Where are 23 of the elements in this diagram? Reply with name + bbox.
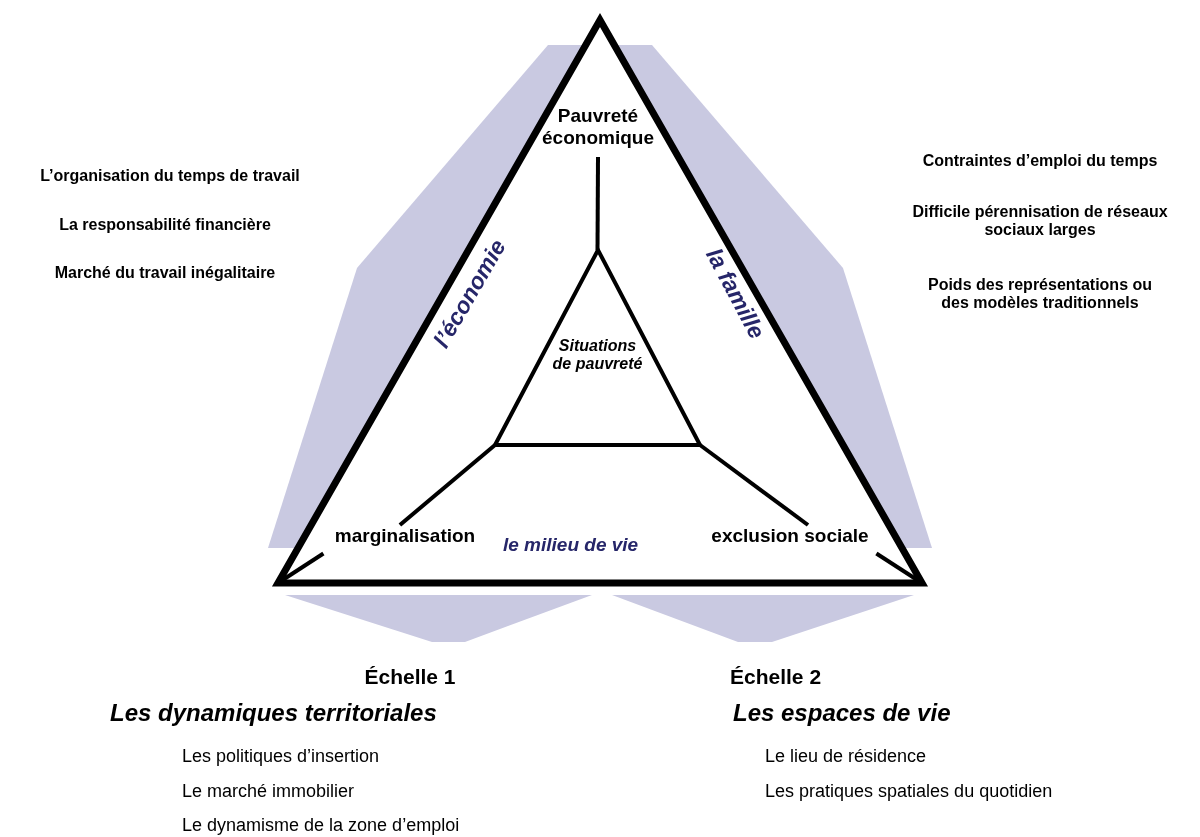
text-label: Le marché immobilier — [182, 781, 356, 802]
text-label: Échelle 1 — [363, 665, 457, 689]
text-label: Les dynamiques territoriales — [110, 699, 438, 727]
text-label: Contraintes d’emploi du temps — [921, 152, 1159, 170]
text-label: L’organisation du temps de travail — [39, 167, 301, 185]
text-label: le milieu de vie — [503, 534, 640, 556]
connector-line — [398, 443, 497, 527]
text-label: Le lieu de résidence — [765, 746, 928, 767]
node-label: Pauvreté économique — [541, 105, 655, 149]
text-label: Difficile pérennisation de réseaux sociaux larges — [911, 203, 1169, 239]
text-label: Échelle 2 — [730, 665, 823, 689]
text-label: Marché du travail inégalitaire — [53, 264, 277, 282]
node-label: exclusion sociale — [710, 525, 870, 547]
connector-line — [698, 443, 810, 527]
text-label: La responsabilité financière — [58, 216, 272, 234]
text-label: Les pratiques spatiales du quotidien — [765, 781, 1054, 802]
text-label: Poids des représentations ou des modèles traditionnels — [926, 276, 1154, 312]
node-label: marginalisation — [333, 525, 477, 547]
text-label: Les espaces de vie — [733, 699, 952, 727]
text-label: Le dynamisme de la zone d’emploi — [182, 815, 461, 836]
text-label: Les politiques d’insertion — [182, 746, 381, 767]
node-label: Situations de pauvreté — [551, 337, 644, 373]
connector-line — [595, 157, 600, 250]
